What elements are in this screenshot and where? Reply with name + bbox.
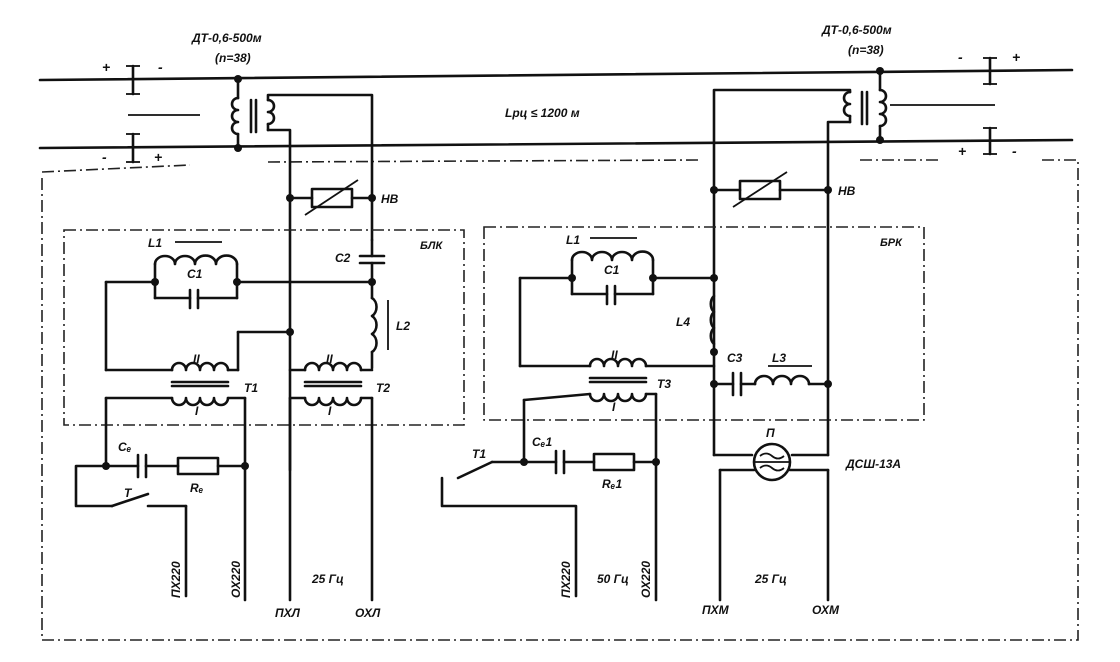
insulating-joint-right-top [983, 56, 997, 86]
left-track-transformer [230, 75, 276, 152]
rs1-label: Rₑ1 [602, 477, 622, 491]
equipment-enclosure [267, 159, 701, 163]
equipment-enclosure [41, 164, 191, 173]
t2-winding-i: I [328, 404, 332, 418]
left-px-lead [266, 128, 292, 472]
brk-block-label: БРК [880, 237, 903, 249]
t3-winding-ii: II [611, 348, 618, 362]
t2-label: T2 [376, 381, 390, 395]
pxl-label: ПХЛ [275, 606, 301, 620]
left-c1-label: C1 [187, 267, 203, 281]
insulating-joint-left-bottom [126, 132, 140, 164]
pxm-label: ПХМ [702, 603, 730, 617]
right-varistor [710, 171, 832, 208]
left-transformer-type: ДТ-0,6-500м [191, 31, 262, 45]
left-varistor [286, 179, 376, 216]
polarity-mark: - [958, 49, 963, 65]
c3-label: C3 [727, 351, 743, 365]
rs-label: Rₑ [190, 481, 204, 495]
t2-winding-ii: II [326, 352, 333, 366]
polarity-mark: - [102, 149, 107, 165]
polarity-mark: + [154, 149, 162, 165]
l3-label: L3 [772, 351, 786, 365]
key-t1-label: T1 [472, 447, 486, 461]
cs1-label: Cₑ1 [532, 435, 552, 449]
top-rail [38, 68, 1074, 82]
right-l1-label: L1 [566, 233, 580, 247]
polarity-mark: + [958, 143, 966, 159]
t3-winding-i: I [612, 400, 616, 414]
left-l1-c1-tank [104, 254, 374, 310]
inductor-l2 [368, 278, 389, 370]
right-px220-label: ПХ220 [559, 561, 573, 598]
t1-winding-i: I [195, 404, 199, 418]
right-transformer-ratio: (n=38) [848, 43, 884, 57]
circuit-length-label: Lрц ≤ 1200 м [505, 106, 580, 120]
right-c1-label: C1 [604, 263, 620, 277]
left-varistor-label: НВ [381, 192, 399, 206]
l2-label: L2 [396, 319, 410, 333]
transformer-t2 [288, 361, 374, 602]
right-l1-c1-tank [518, 250, 718, 306]
left-px220-label: ПХ220 [169, 561, 183, 598]
equipment-enclosure [41, 159, 1079, 641]
left-l1-label: L1 [148, 236, 162, 250]
l4-label: L4 [676, 315, 690, 329]
transformer-t3 [518, 276, 716, 602]
right-ox-lead [826, 120, 852, 386]
c2-label: C2 [335, 251, 351, 265]
left-transformer-ratio: (n=38) [215, 51, 251, 65]
capacitor-c2 [358, 238, 386, 284]
cs-label: Cₑ [118, 440, 132, 454]
left-ox-lead [266, 93, 374, 242]
right-varistor-label: НВ [838, 184, 856, 198]
transformer-t1 [104, 280, 294, 602]
c3-l3-chain [710, 350, 832, 457]
t3-label: T3 [657, 377, 671, 391]
polarity-mark: + [102, 59, 110, 75]
insulating-joint-right-bottom [983, 126, 997, 156]
t1-winding-ii: II [193, 352, 200, 366]
oxm-label: ОХМ [812, 603, 840, 617]
right-transformer-type: ДТ-0,6-500м [821, 23, 892, 37]
relay-p-label: П [766, 426, 775, 440]
bottom-rail [38, 138, 1074, 150]
right-px-lead [712, 88, 852, 354]
relay-type-label: ДСШ-13А [845, 457, 901, 471]
key-t-label: T [124, 486, 133, 500]
right-freq25-label: 25 Гц [754, 572, 787, 586]
left-cs-rs-chain [74, 453, 249, 598]
polarity-mark: + [1012, 49, 1020, 65]
t1-label: T1 [244, 381, 258, 395]
left-freq-label: 25 Гц [311, 572, 344, 586]
oxl-label: ОХЛ [355, 606, 381, 620]
right-cs-rs-chain [440, 449, 660, 598]
blk-block-label: БЛК [420, 240, 443, 252]
blk-block-outline [63, 229, 465, 426]
right-freq50-label: 50 Гц [597, 572, 629, 586]
left-ox220-label: ОХ220 [229, 561, 243, 598]
brk-block-outline [483, 226, 925, 421]
right-ox220-label: ОХ220 [639, 561, 653, 598]
polarity-mark: - [1012, 143, 1017, 159]
polarity-mark: - [158, 59, 163, 75]
right-track-transformer [842, 67, 888, 144]
rails: + - - + - + + - Lрц ≤ 1200 м [38, 49, 1074, 165]
relay-dssh13a [712, 442, 830, 602]
insulating-joint-left-top [126, 64, 140, 96]
